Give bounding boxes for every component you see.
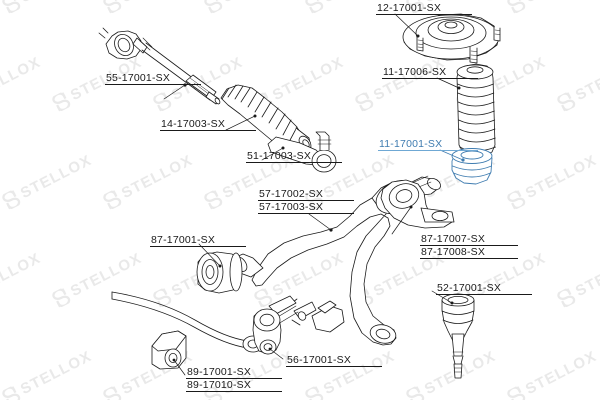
callout-51-17003-sx[interactable]: 51-17003-SX — [246, 150, 342, 163]
part-strut-mount — [394, 13, 501, 64]
callout-underline — [378, 150, 478, 151]
callout-text: 89-17001-SX — [187, 366, 252, 378]
callout-underline — [382, 78, 478, 79]
callout-text-secondary: 89-17010-SX — [187, 379, 252, 391]
callout-underline — [286, 366, 382, 367]
part-bump-stop-bellows — [436, 63, 496, 157]
callout-text: 11-17006-SX — [383, 66, 447, 78]
callout-underline — [246, 162, 342, 163]
callout-14-17003-sx[interactable]: 14-17003-SX — [160, 118, 256, 131]
callout-underline-secondary — [186, 391, 282, 392]
callout-text: 56-17001-SX — [287, 354, 352, 366]
callout-text: 55-17001-SX — [106, 72, 171, 84]
part-strut-bumper-highlighted — [439, 148, 493, 185]
callout-text: 57-17002-SX — [259, 188, 324, 200]
callout-52-17001-sx[interactable]: 52-17001-SX — [436, 282, 532, 295]
callout-underline — [160, 130, 256, 131]
callout-11-17001-sx-highlighted[interactable]: 11-17001-SX — [378, 138, 478, 151]
callout-87-17007-sx[interactable]: 87-17007-SX 87-17008-SX — [420, 233, 518, 259]
callout-underline-secondary — [258, 213, 354, 214]
callout-11-17006-sx[interactable]: 11-17006-SX — [382, 66, 478, 79]
callout-underline — [105, 84, 201, 85]
callout-text: 14-17003-SX — [161, 118, 226, 130]
callout-text: 87-17007-SX — [421, 233, 486, 245]
callout-underline — [150, 246, 246, 247]
callout-text: 52-17001-SX — [437, 282, 502, 294]
part-outer-tie-rod-end — [261, 131, 337, 173]
callout-text: 51-17003-SX — [247, 150, 312, 162]
callout-89-17001-sx[interactable]: 89-17001-SX 89-17010-SX — [186, 366, 282, 392]
callout-underline — [376, 14, 472, 15]
callout-87-17001-sx[interactable]: 87-17001-SX — [150, 234, 246, 247]
part-stabilizer-link — [252, 308, 284, 360]
callout-text-secondary: 87-17008-SX — [421, 246, 486, 258]
callout-underline-secondary — [420, 258, 518, 259]
callout-underline — [186, 378, 282, 379]
callout-text-secondary: 57-17003-SX — [259, 201, 324, 213]
callout-text: 11-17001-SX — [379, 138, 443, 150]
callout-text: 12-17001-SX — [377, 2, 442, 14]
part-inner-tie-rod — [98, 27, 221, 105]
callout-text: 87-17001-SX — [151, 234, 216, 246]
callout-56-17001-sx[interactable]: 56-17001-SX — [286, 354, 382, 367]
callout-55-17001-sx[interactable]: 55-17001-SX — [105, 72, 201, 85]
callout-underline — [420, 245, 518, 246]
part-control-arm-bushing — [196, 243, 243, 294]
callout-underline — [436, 294, 532, 295]
callout-12-17001-sx[interactable]: 12-17001-SX — [376, 2, 472, 15]
part-stabilizer-bushing — [151, 330, 187, 376]
callout-57-17002-sx[interactable]: 57-17002-SX 57-17003-SX — [258, 188, 354, 214]
